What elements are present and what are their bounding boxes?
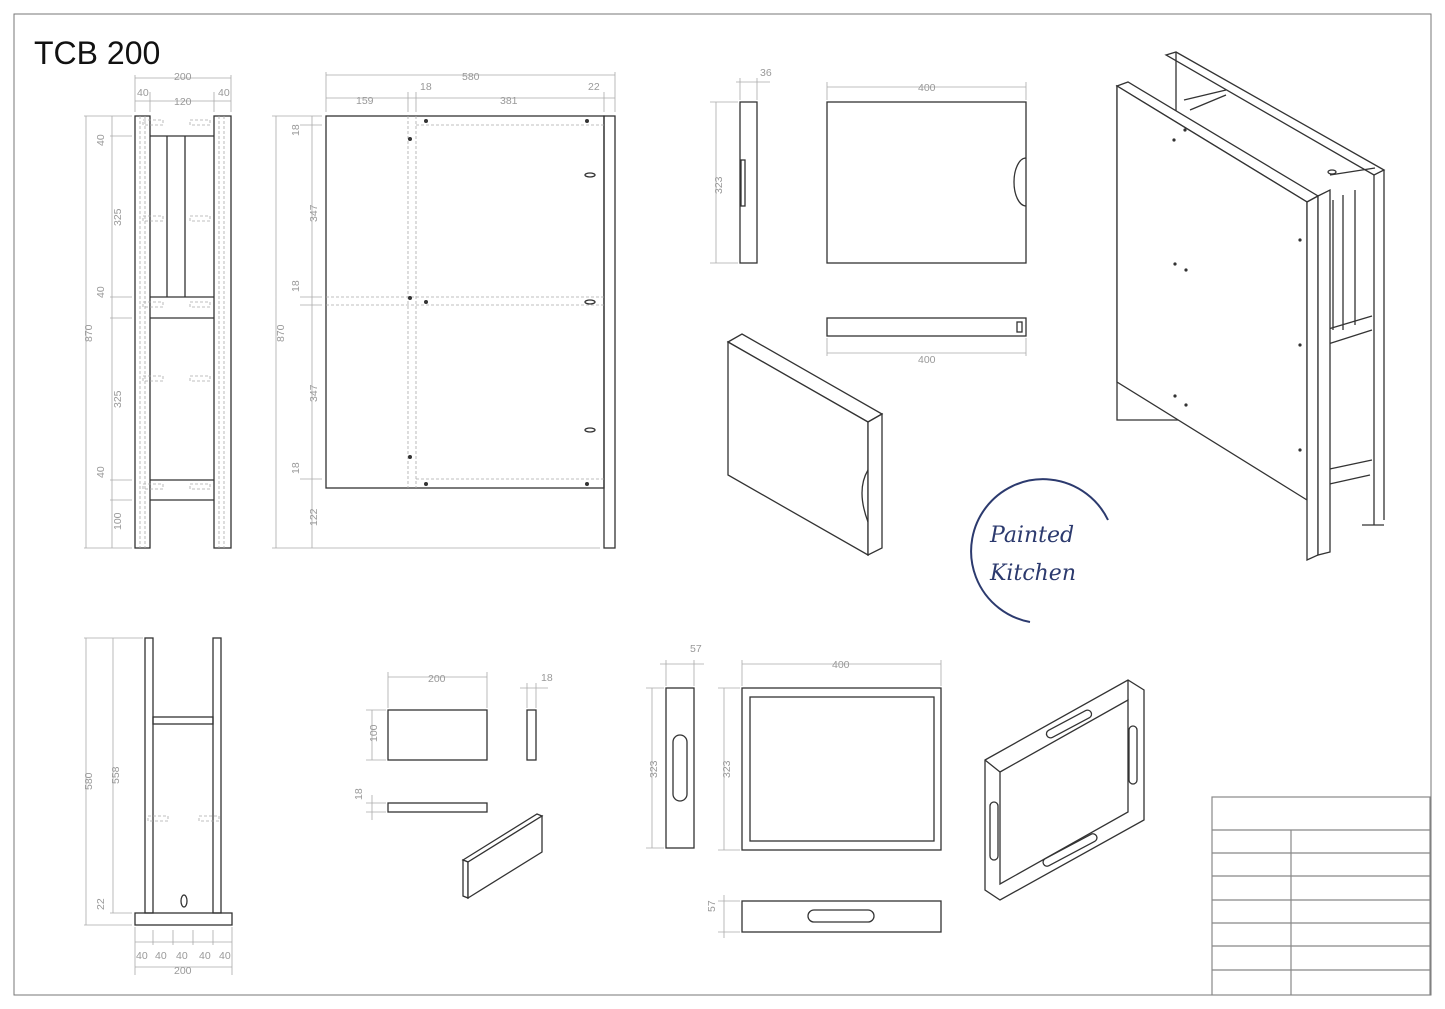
- dim-mid: 18: [290, 280, 302, 292]
- painted-kitchen-logo: Painted Kitchen: [970, 478, 1109, 623]
- dim-height: 580: [83, 772, 95, 790]
- dim-rail-2: 40: [95, 286, 107, 298]
- logo-text-kitchen: Kitchen: [989, 561, 1076, 586]
- dim-width: 200: [174, 965, 192, 977]
- dim-back: 381: [500, 95, 518, 107]
- dim-seg: 40: [155, 950, 167, 962]
- dim-width: 580: [462, 71, 480, 83]
- drawing-title: TCB 200: [34, 35, 160, 71]
- dim-height: 870: [275, 324, 287, 342]
- rail-part-views: 200 100 18 18: [353, 672, 553, 900]
- dim-side-thickness: 57: [690, 643, 702, 655]
- dim-front-height: 57: [706, 900, 718, 912]
- dim-height: 870: [83, 324, 95, 342]
- dim-width: 200: [428, 673, 446, 685]
- dim-bottom-width: 400: [918, 354, 936, 366]
- dim-rail-1: 40: [95, 134, 107, 146]
- dim-thickness: 18: [541, 672, 553, 684]
- dim-bottom: 18: [290, 462, 302, 474]
- logo-text-painted: Painted: [989, 523, 1074, 548]
- dim-top: 18: [290, 124, 302, 136]
- dim-seg: 40: [219, 950, 231, 962]
- dim-leg: 22: [588, 81, 600, 93]
- dim-inner-height: 558: [110, 766, 122, 784]
- dim-top-width: 400: [832, 659, 850, 671]
- dim-panel-1: 347: [308, 204, 320, 222]
- dim-height: 100: [368, 724, 380, 742]
- dim-middle: 120: [174, 96, 192, 108]
- dim-width: 200: [174, 71, 192, 83]
- sheet-border: [13, 13, 1432, 996]
- dim-side-thickness: 36: [760, 67, 772, 79]
- dim-top-height: 323: [721, 760, 733, 778]
- dim-panel-2: 347: [308, 384, 320, 402]
- dim-foot: 100: [112, 512, 124, 530]
- dim-rail-3: 40: [95, 466, 107, 478]
- dim-divider: 18: [420, 81, 432, 93]
- drawer-views: 36 323 400 400: [710, 67, 1027, 557]
- dim-seg: 40: [176, 950, 188, 962]
- dim-side-height: 323: [713, 176, 725, 194]
- dim-base: 22: [95, 898, 107, 910]
- dim-space-2: 325: [112, 390, 124, 408]
- tray-views: 57 323 400 323 57: [646, 643, 1145, 938]
- side-panel-view: 580 159 18 381 22 870 18 347 18 347 18 1…: [272, 71, 616, 549]
- title-block: [1211, 796, 1431, 996]
- dim-front-offset: 159: [356, 95, 374, 107]
- cabinet-isometric: [1115, 51, 1386, 562]
- side-frame-view: 200 40 120 40 870 40 325 40 325 40 100: [83, 71, 232, 549]
- dim-foot: 122: [308, 508, 320, 526]
- dim-seg: 40: [199, 950, 211, 962]
- dim-front-width: 400: [918, 82, 936, 94]
- dim-left-leg: 40: [137, 87, 149, 99]
- dim-right-leg: 40: [218, 87, 230, 99]
- end-frame-view: 580 558 22 40 40 40 40 40 200: [83, 637, 233, 977]
- dim-seg: 40: [136, 950, 148, 962]
- dim-thickness-2: 18: [353, 788, 365, 800]
- dim-side-height: 323: [648, 760, 660, 778]
- dim-space-1: 325: [112, 208, 124, 226]
